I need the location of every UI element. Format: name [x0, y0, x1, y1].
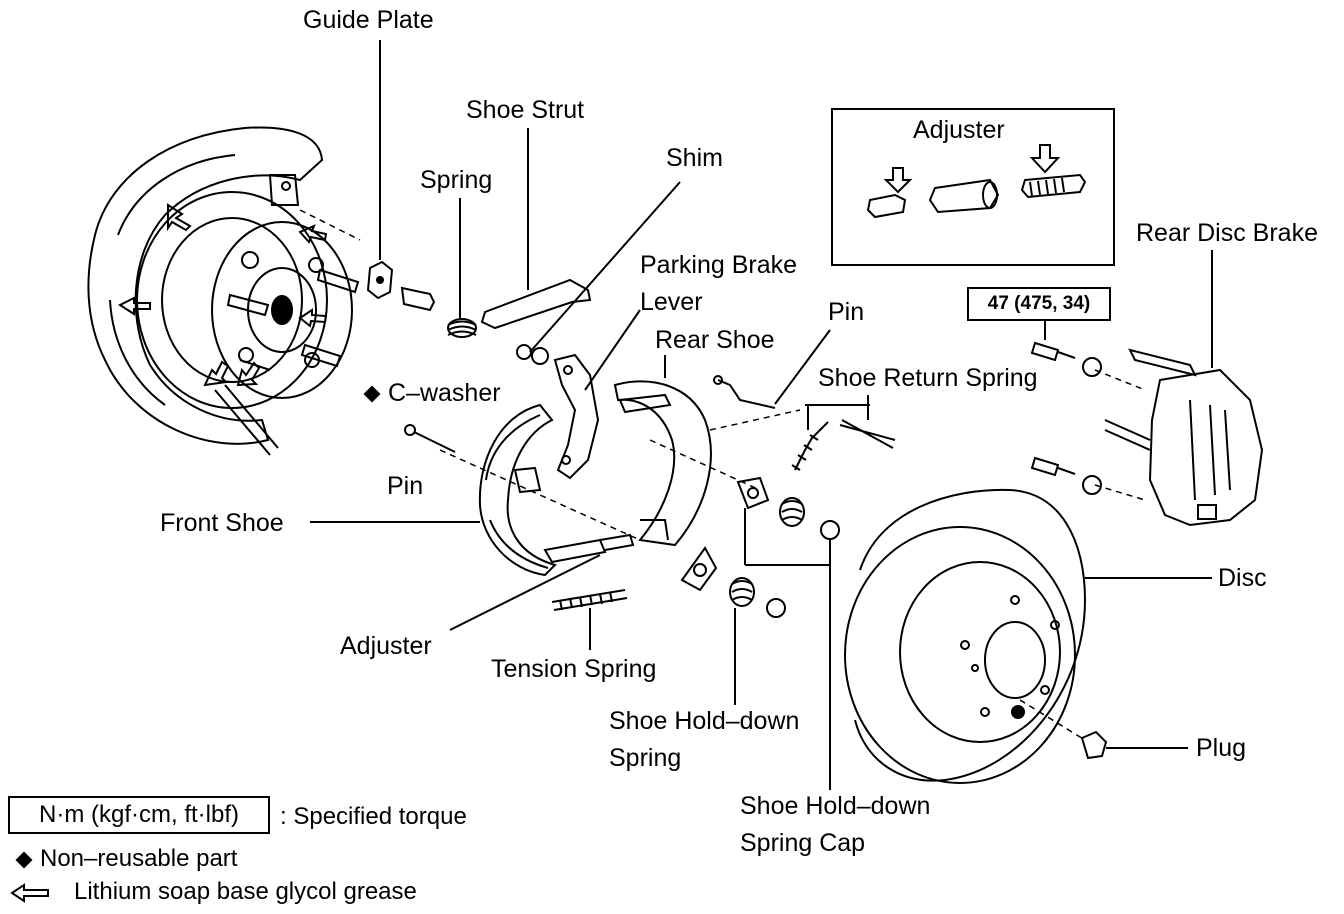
legend-grease: Lithium soap base glycol grease [10, 880, 417, 904]
label-parking-brake-1: Parking Brake [640, 251, 798, 279]
grease-arrow-icon [10, 882, 49, 903]
pin-left-part [404, 424, 456, 453]
caliper-bolts [1030, 318, 1102, 495]
legend-non-reusable-text: Non–reusable part [40, 845, 238, 872]
legend-torque-box: N·m (kgf·cm, ft·lbf) [8, 796, 270, 834]
disc-part [844, 488, 1212, 784]
adjuster-inset-box: Adjuster [831, 108, 1115, 266]
label-parking-brake-2: Lever [640, 288, 703, 316]
diamond-icon [15, 851, 33, 869]
front-shoe-part [310, 403, 557, 577]
label-shim: Shim [666, 144, 723, 172]
label-pin-top: Pin [828, 298, 865, 326]
pin-top-part [713, 329, 831, 409]
torque-spec-box: 47 (475, 34) [967, 287, 1111, 321]
parking-brake-lever-part [553, 309, 641, 480]
spring-part [447, 198, 477, 338]
shim-part [516, 181, 681, 365]
label-shoe-hold-down-cap-2: Spring Cap [740, 829, 866, 857]
label-adjuster: Adjuster [340, 632, 432, 660]
label-disc: Disc [1218, 564, 1267, 592]
adjuster-inset-parts [866, 144, 1087, 219]
adjuster-part [449, 533, 635, 631]
label-rear-disc-brake: Rear Disc Brake [1136, 219, 1318, 247]
label-guide-plate: Guide Plate [303, 6, 434, 34]
backing-plate [87, 126, 328, 445]
label-c-washer-text: C–washer [388, 379, 501, 407]
grease-arrows [117, 203, 328, 387]
legend-grease-text: Lithium soap base glycol grease [74, 878, 417, 905]
label-shoe-strut: Shoe Strut [466, 96, 585, 124]
plug-part [1080, 730, 1188, 760]
hub-bolts [214, 268, 360, 456]
label-front-shoe: Front Shoe [160, 509, 284, 537]
rear-shoe-part [613, 355, 712, 547]
label-tension-spring: Tension Spring [491, 655, 657, 683]
axle-hub [211, 221, 353, 399]
tension-spring-part [551, 589, 628, 650]
guide-plate-part [366, 40, 394, 300]
label-plug: Plug [1196, 734, 1247, 762]
non-reusable-icon [363, 385, 381, 403]
anchor-pin [400, 286, 436, 312]
legend-non-reusable: Non–reusable part [15, 845, 238, 872]
shoe-strut-part [480, 128, 592, 330]
legend-torque-desc: : Specified torque [280, 803, 467, 830]
label-shoe-hold-down-cap-1: Shoe Hold–down [740, 792, 931, 820]
label-shoe-hold-down-spring-2: Spring [609, 744, 682, 772]
label-rear-shoe: Rear Shoe [655, 326, 775, 354]
adjuster-inset-title: Adjuster [913, 116, 1005, 144]
label-spring: Spring [420, 166, 493, 194]
shoe-hold-down-parts [680, 476, 840, 790]
shoe-return-spring-part [791, 395, 896, 471]
label-pin-left: Pin [387, 472, 424, 500]
label-shoe-hold-down-spring-1: Shoe Hold–down [609, 707, 800, 735]
rear-disc-brake-part [1104, 250, 1264, 527]
label-shoe-return-spring: Shoe Return Spring [818, 364, 1038, 392]
label-c-washer: C–washer [363, 379, 501, 407]
